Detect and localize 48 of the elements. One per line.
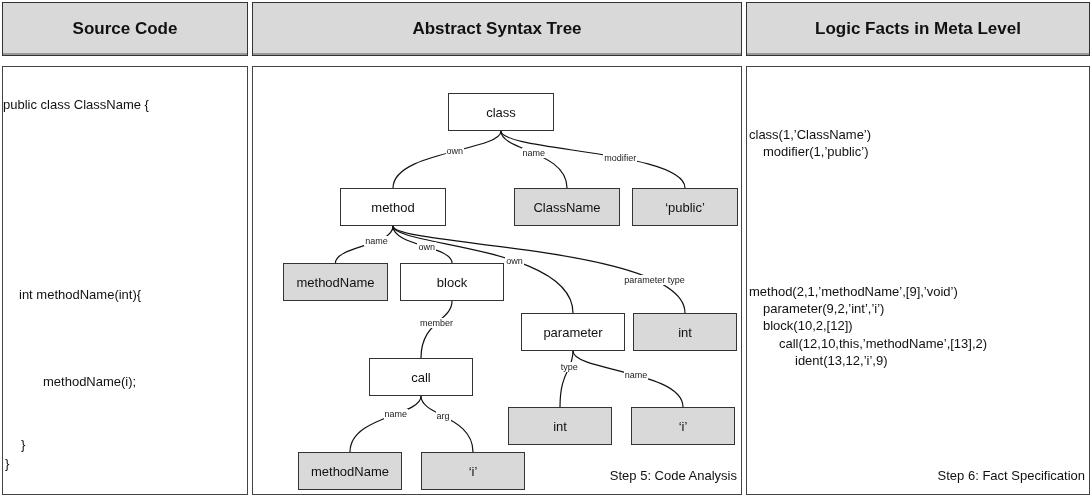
tree-node: ‘i’ xyxy=(631,407,735,445)
edge-label: type xyxy=(559,362,579,373)
fact-line: class(1,’ClassName’) xyxy=(749,127,872,142)
tree-node: class xyxy=(448,93,554,131)
code-line: int methodName(int){ xyxy=(19,287,142,302)
tree-node: parameter xyxy=(521,313,625,351)
fact-line: ident(13,12,’i’,9) xyxy=(795,353,888,368)
edge-label: arg xyxy=(435,410,451,421)
code-line: public class ClassName { xyxy=(3,97,149,112)
step-caption: Step 6: Fact Specification xyxy=(937,468,1085,483)
step-caption: Step 5: Code Analysis xyxy=(609,468,737,483)
tree-node: methodName xyxy=(298,452,402,490)
edge-label: modifier xyxy=(603,152,638,163)
column-header: Source Code xyxy=(2,2,248,56)
edge-label: name xyxy=(364,236,389,247)
edge-label: name xyxy=(623,370,649,381)
connector-line xyxy=(392,225,686,314)
edge-label: name xyxy=(521,148,546,159)
tree-node: ClassName xyxy=(514,188,620,226)
code-line: } xyxy=(5,456,10,471)
tree-node: ‘public’ xyxy=(632,188,738,226)
code-line: methodName(i); xyxy=(43,374,137,389)
edge-label: parameter type xyxy=(623,275,686,286)
column-header: Abstract Syntax Tree xyxy=(252,2,742,56)
column-panel xyxy=(746,66,1090,495)
tree-node: call xyxy=(369,358,473,396)
edge-label: own xyxy=(445,146,465,157)
fact-line: parameter(9,2,’int’,’i’) xyxy=(763,301,885,316)
column-header: Logic Facts in Meta Level xyxy=(746,2,1090,56)
edge-label: name xyxy=(383,408,408,419)
fact-line: modifier(1,’public’) xyxy=(763,144,869,159)
tree-node: ‘i’ xyxy=(421,452,525,490)
tree-node: int xyxy=(508,407,612,445)
fact-line: block(10,2,[12]) xyxy=(763,318,853,333)
edge-label: member xyxy=(419,318,454,329)
fact-line: call(12,10,this,’methodName’,[13],2) xyxy=(779,336,988,351)
code-line: } xyxy=(21,437,26,452)
tree-node: methodName xyxy=(283,263,388,301)
column-panel xyxy=(252,66,742,495)
edge-label: own xyxy=(417,242,436,252)
connector-line xyxy=(559,350,574,408)
column-panel xyxy=(2,66,248,495)
tree-node: method xyxy=(340,188,446,226)
connector-line xyxy=(392,225,574,314)
edge-label: own xyxy=(505,255,524,266)
tree-node: block xyxy=(400,263,504,301)
fact-line: method(2,1,’methodName’,[9],’void’) xyxy=(749,284,958,299)
tree-node: int xyxy=(633,313,737,351)
